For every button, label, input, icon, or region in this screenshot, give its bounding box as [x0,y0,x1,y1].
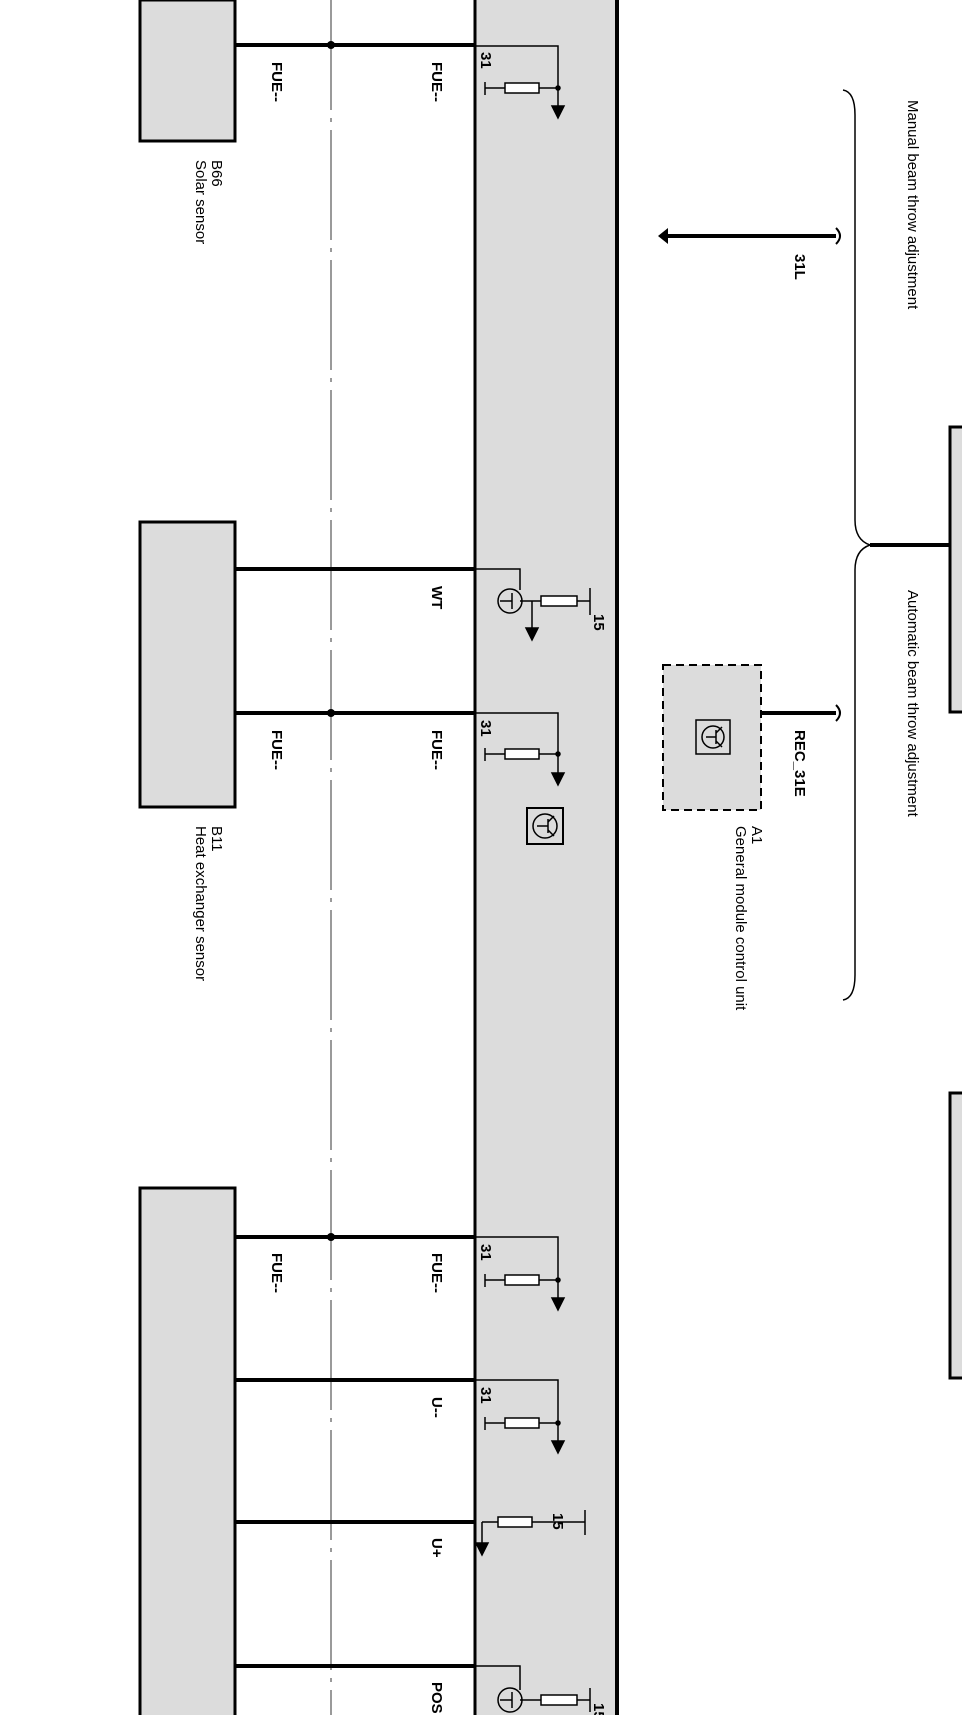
w2-inner-label: WT [428,586,445,609]
transistor-circuit-7 [475,1665,591,1713]
control-module-band [475,0,617,1715]
b11-name-label: Heat exchanger sensor [192,826,209,981]
w1-terminal-label: 31 [477,52,494,69]
w7-inner-label: POS [428,1682,445,1714]
electronic-module-symbol [526,807,564,845]
pullup-circuit-6 [474,1510,586,1557]
w3-outer-label: FUE-- [268,730,285,770]
wire-w3 [235,709,475,717]
manual-note: Manual beam throw adjustment [904,100,921,310]
pulldown-circuit-3 [475,712,566,787]
transistor-circuit-2 [475,568,591,642]
b66-name-label: Solar sensor [192,160,209,244]
pulldown-circuit-1 [475,45,566,120]
heat-exchanger-sensor-b11 [138,520,237,809]
a1-name-label: General module control unit [732,826,749,1011]
automatic-note: Automatic beam throw adjustment [904,590,921,818]
w3-terminal-label: 31 [477,720,494,737]
w4-terminal-label: 31 [477,1244,494,1261]
pin-rec31e-label: REC_31E [791,730,808,797]
solar-sensor-b66 [138,0,237,143]
w5-inner-label: U-- [428,1397,445,1418]
w5-terminal-label: 31 [477,1387,494,1404]
pulldown-circuit-4 [475,1236,566,1312]
w6-inner-label: U+ [428,1538,445,1558]
w4-outer-label: FUE-- [268,1253,285,1293]
w3-inner-label: FUE-- [428,730,445,770]
w4-inner-label: FUE-- [428,1253,445,1293]
a1-id-label: A1 [748,826,765,844]
wire-w4 [235,1233,475,1241]
b66-id-label: B66 [208,160,225,187]
b11-id-label: B11 [208,826,225,852]
wire-w1 [235,41,475,49]
pin-31l-label: 31L [791,254,808,280]
lower-sensor-box [138,1186,237,1715]
ground-wire-31l [658,227,841,245]
general-module-a1 [662,664,841,811]
grouping-brace [842,89,873,1001]
right-edge-box-upper [948,425,962,714]
w7-terminal-label: 15 [590,1703,607,1715]
right-edge-box-lower [948,1091,962,1380]
pulldown-circuit-5 [475,1379,566,1455]
w1-inner-label: FUE-- [428,62,445,102]
w6-terminal-label: 15 [549,1513,566,1530]
w2-terminal-label: 15 [590,614,607,631]
w1-outer-label: FUE-- [268,62,285,102]
